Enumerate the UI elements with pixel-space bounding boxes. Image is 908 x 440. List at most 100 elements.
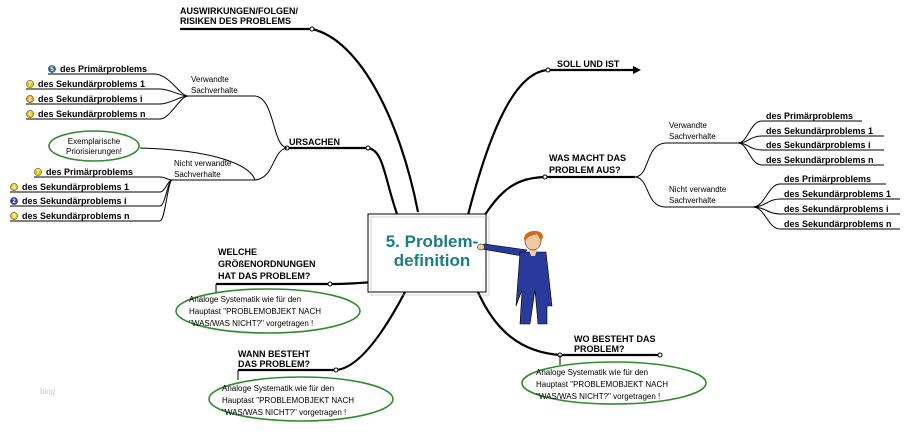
priority-badge-number: 7: [28, 82, 32, 88]
sub-line: [172, 147, 288, 181]
ursachen-subtree: [10, 73, 288, 222]
groessen-note-line3: "WAS/WAS NICHT?" vorgetragen !: [189, 319, 313, 328]
dot: [327, 281, 333, 287]
dot: [542, 174, 548, 180]
leaf-item-label: des Sekundärproblems i: [766, 140, 871, 150]
was-macht-nicht-verwandte-line1: Nicht verwandte: [669, 185, 727, 194]
leaf-item-label: des Primärproblems: [784, 174, 871, 184]
was-macht-verwandte-items: des Primärproblems des Sekundärproblems 1…: [766, 111, 874, 165]
was-macht-nicht-verwandte-items: des Primärproblems des Sekundärproblems 1…: [784, 174, 892, 229]
branch-line-wo: [476, 291, 662, 357]
ursachen-verwandte-line2: Sachverhalte: [191, 86, 238, 95]
priorisierung-note: [48, 130, 140, 162]
presenter-neck: [529, 250, 537, 256]
wo-note-line2: Hauptast "PROBLEMOBJEKT NACH: [536, 380, 668, 389]
wo-label-line1: WO BESTEHT DAS: [574, 334, 656, 344]
leaf-item-label: des Sekundärproblems n: [22, 211, 130, 221]
center-title-line2: definition: [394, 251, 470, 270]
leaf-item-label: des Primärproblems: [46, 167, 133, 177]
presenter-hair: [524, 230, 543, 242]
priority-badge-number: 9: [12, 214, 16, 220]
priority-badge-number: 7: [36, 170, 40, 176]
wo-note-line3: "WAS/WAS NICHT?" vorgetragen !: [536, 392, 660, 401]
ursachen-verwandte-items: 5 des Primärproblems 7 des Sekundärproblems…: [26, 64, 147, 119]
wo-label-line2: PROBLEM?: [574, 344, 625, 354]
presenter-body: [515, 251, 553, 325]
leaf-item-label: des Primärproblems: [766, 111, 853, 121]
groessen-label-line2: GRÖßENORDNUNGEN: [218, 259, 316, 269]
was-macht-verwandte-line2: Sachverhalte: [669, 132, 716, 141]
leaf-item-label: des Sekundärproblems i: [784, 204, 889, 214]
leaf-item-label: des Sekundärproblems i: [22, 196, 127, 206]
wann-note-line2: Hauptast "PROBLEMOBJEKT NACH: [222, 396, 354, 405]
was-macht-nicht-verwandte-line2: Sachverhalte: [669, 196, 716, 205]
priority-badge-number: 6: [28, 112, 32, 118]
leaf-line: [26, 95, 189, 120]
leaf-line: [26, 95, 189, 105]
leaf-line: [737, 135, 884, 144]
leaf-item-label: des Sekundärproblems 1: [38, 79, 145, 89]
leaf-line: [752, 206, 900, 230]
center-title-line1: 5. Problem-: [386, 232, 479, 251]
ursachen-nicht-verwandte-line1: Nicht verwandte: [174, 159, 232, 168]
soll-arrow-icon: [633, 66, 641, 74]
auswirkungen-label-line1: AUSWIRKUNGEN/FOLGEN/: [180, 6, 298, 16]
leaf-item-label: des Sekundärproblems i: [38, 94, 143, 104]
groessen-label-line3: HAT DAS PROBLEM?: [218, 271, 310, 281]
groessen-note-line2: Hauptast "PROBLEMOBJEKT NACH: [189, 307, 321, 316]
sub-line: [188, 95, 288, 149]
wann-label-line1: WANN BESTEHT: [238, 349, 311, 359]
leaf-line: [737, 142, 884, 166]
leaf-item-label: des Sekundärproblems 1: [766, 126, 873, 136]
ursachen-nicht-verwandte-line2: Sachverhalte: [174, 170, 221, 179]
priority-badge-icon: [10, 212, 18, 220]
wann-label-line2: DAS PROBLEM?: [238, 359, 310, 369]
was-macht-subtree: [634, 120, 900, 230]
wann-note: [208, 376, 394, 422]
dot: [333, 367, 339, 373]
leaf-line: [737, 120, 862, 144]
dot: [309, 26, 315, 32]
leaf-item-label: des Primärproblems: [60, 64, 147, 74]
branch-line-auswirkungen: [180, 27, 420, 213]
wann-note-line1: Analoge Systematik wie für den: [222, 384, 334, 393]
presenter-hand: [477, 243, 485, 251]
center-node[interactable]: [367, 213, 487, 293]
leaf-item-label: des Sekundärproblems n: [784, 219, 892, 229]
leaf-line: [26, 88, 189, 97]
leaf-item-label: des Sekundärproblems 1: [784, 189, 891, 199]
leaf-line: [10, 179, 173, 222]
note-line: [139, 147, 256, 181]
priority-badge-icon: [26, 110, 34, 118]
sub-line: [634, 142, 738, 178]
leaf-item-label: des Sekundärproblems n: [766, 155, 874, 165]
ursachen-label: URSACHEN: [289, 137, 340, 147]
leaf-line: [752, 198, 900, 208]
ursachen-verwandte-line1: Verwandte: [191, 75, 229, 84]
presenter-figure: [477, 230, 553, 325]
auswirkungen-label-line2: RISIKEN DES PROBLEMS: [180, 16, 291, 26]
watermark: blog: [40, 387, 55, 396]
branch-line-ursachen: [287, 146, 402, 223]
dot: [545, 67, 551, 73]
branch-line-was-macht: [469, 175, 635, 241]
dot: [657, 352, 663, 358]
priority-badge-number: 8: [28, 97, 32, 103]
soll-ist-label: SOLL UND IST: [557, 59, 620, 69]
wo-note: [521, 361, 707, 405]
priority-badge-icon: [10, 183, 18, 191]
dot: [365, 145, 371, 151]
note-connectors: [139, 147, 561, 380]
branch-line-soll: [466, 68, 633, 216]
priority-badge-icon: [26, 80, 34, 88]
priorisierung-note-line1: Exemplarische: [68, 137, 121, 146]
was-macht-label-line1: WAS MACHT DAS: [549, 153, 626, 163]
leaf-line: [752, 183, 886, 208]
wo-note-line1: Analoge Systematik wie für den: [536, 368, 648, 377]
was-macht-label-line2: PROBLEM AUS?: [549, 165, 621, 175]
priority-badge-icon: [48, 65, 56, 73]
priority-badge-number: 5: [50, 67, 54, 73]
